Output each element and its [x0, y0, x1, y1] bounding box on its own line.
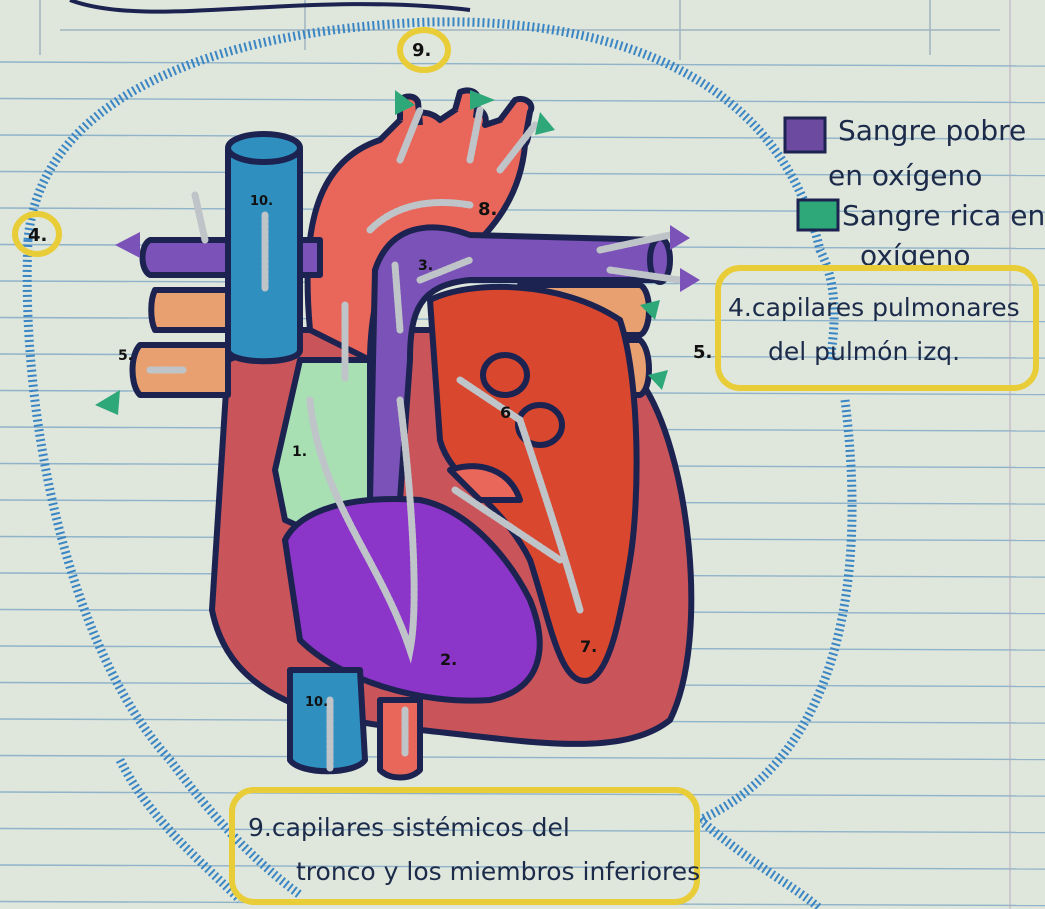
label-1: 1. [292, 444, 307, 460]
legend-swatch-deoxygenated [785, 118, 825, 152]
label-2: 2. [440, 650, 457, 669]
systemic-capillaries-line-2: tronco y los miembros inferiores [296, 857, 700, 886]
legend-swatch-oxygenated [798, 200, 838, 230]
label-5-right: 5. [693, 342, 712, 363]
legend-label-deoxygenated-2: en oxígeno [828, 159, 982, 192]
legend-label-deoxygenated-1: Sangre pobre [838, 114, 1026, 147]
label-7: 7. [580, 637, 597, 656]
legend-label-oxygenated-1: Sangre rica en [842, 199, 1045, 232]
label-9-top: 9. [412, 40, 431, 61]
pulmonary-capillaries-line-2: del pulmón izq. [768, 337, 960, 366]
systemic-capillaries-line-1: 9.capilares sistémicos del [248, 813, 570, 842]
label-10-bottom: 10. [305, 695, 328, 710]
label-4-left: 4. [28, 225, 47, 246]
label-5-left: 5. [118, 348, 133, 364]
pulmonary-capillaries-line-1: 4.capilares pulmonares [728, 293, 1020, 322]
label-6: 6 [500, 403, 511, 422]
label-8: 8. [478, 199, 497, 220]
label-10-top: 10. [250, 194, 273, 209]
descending-aorta [380, 700, 420, 778]
label-3: 3. [418, 258, 433, 274]
